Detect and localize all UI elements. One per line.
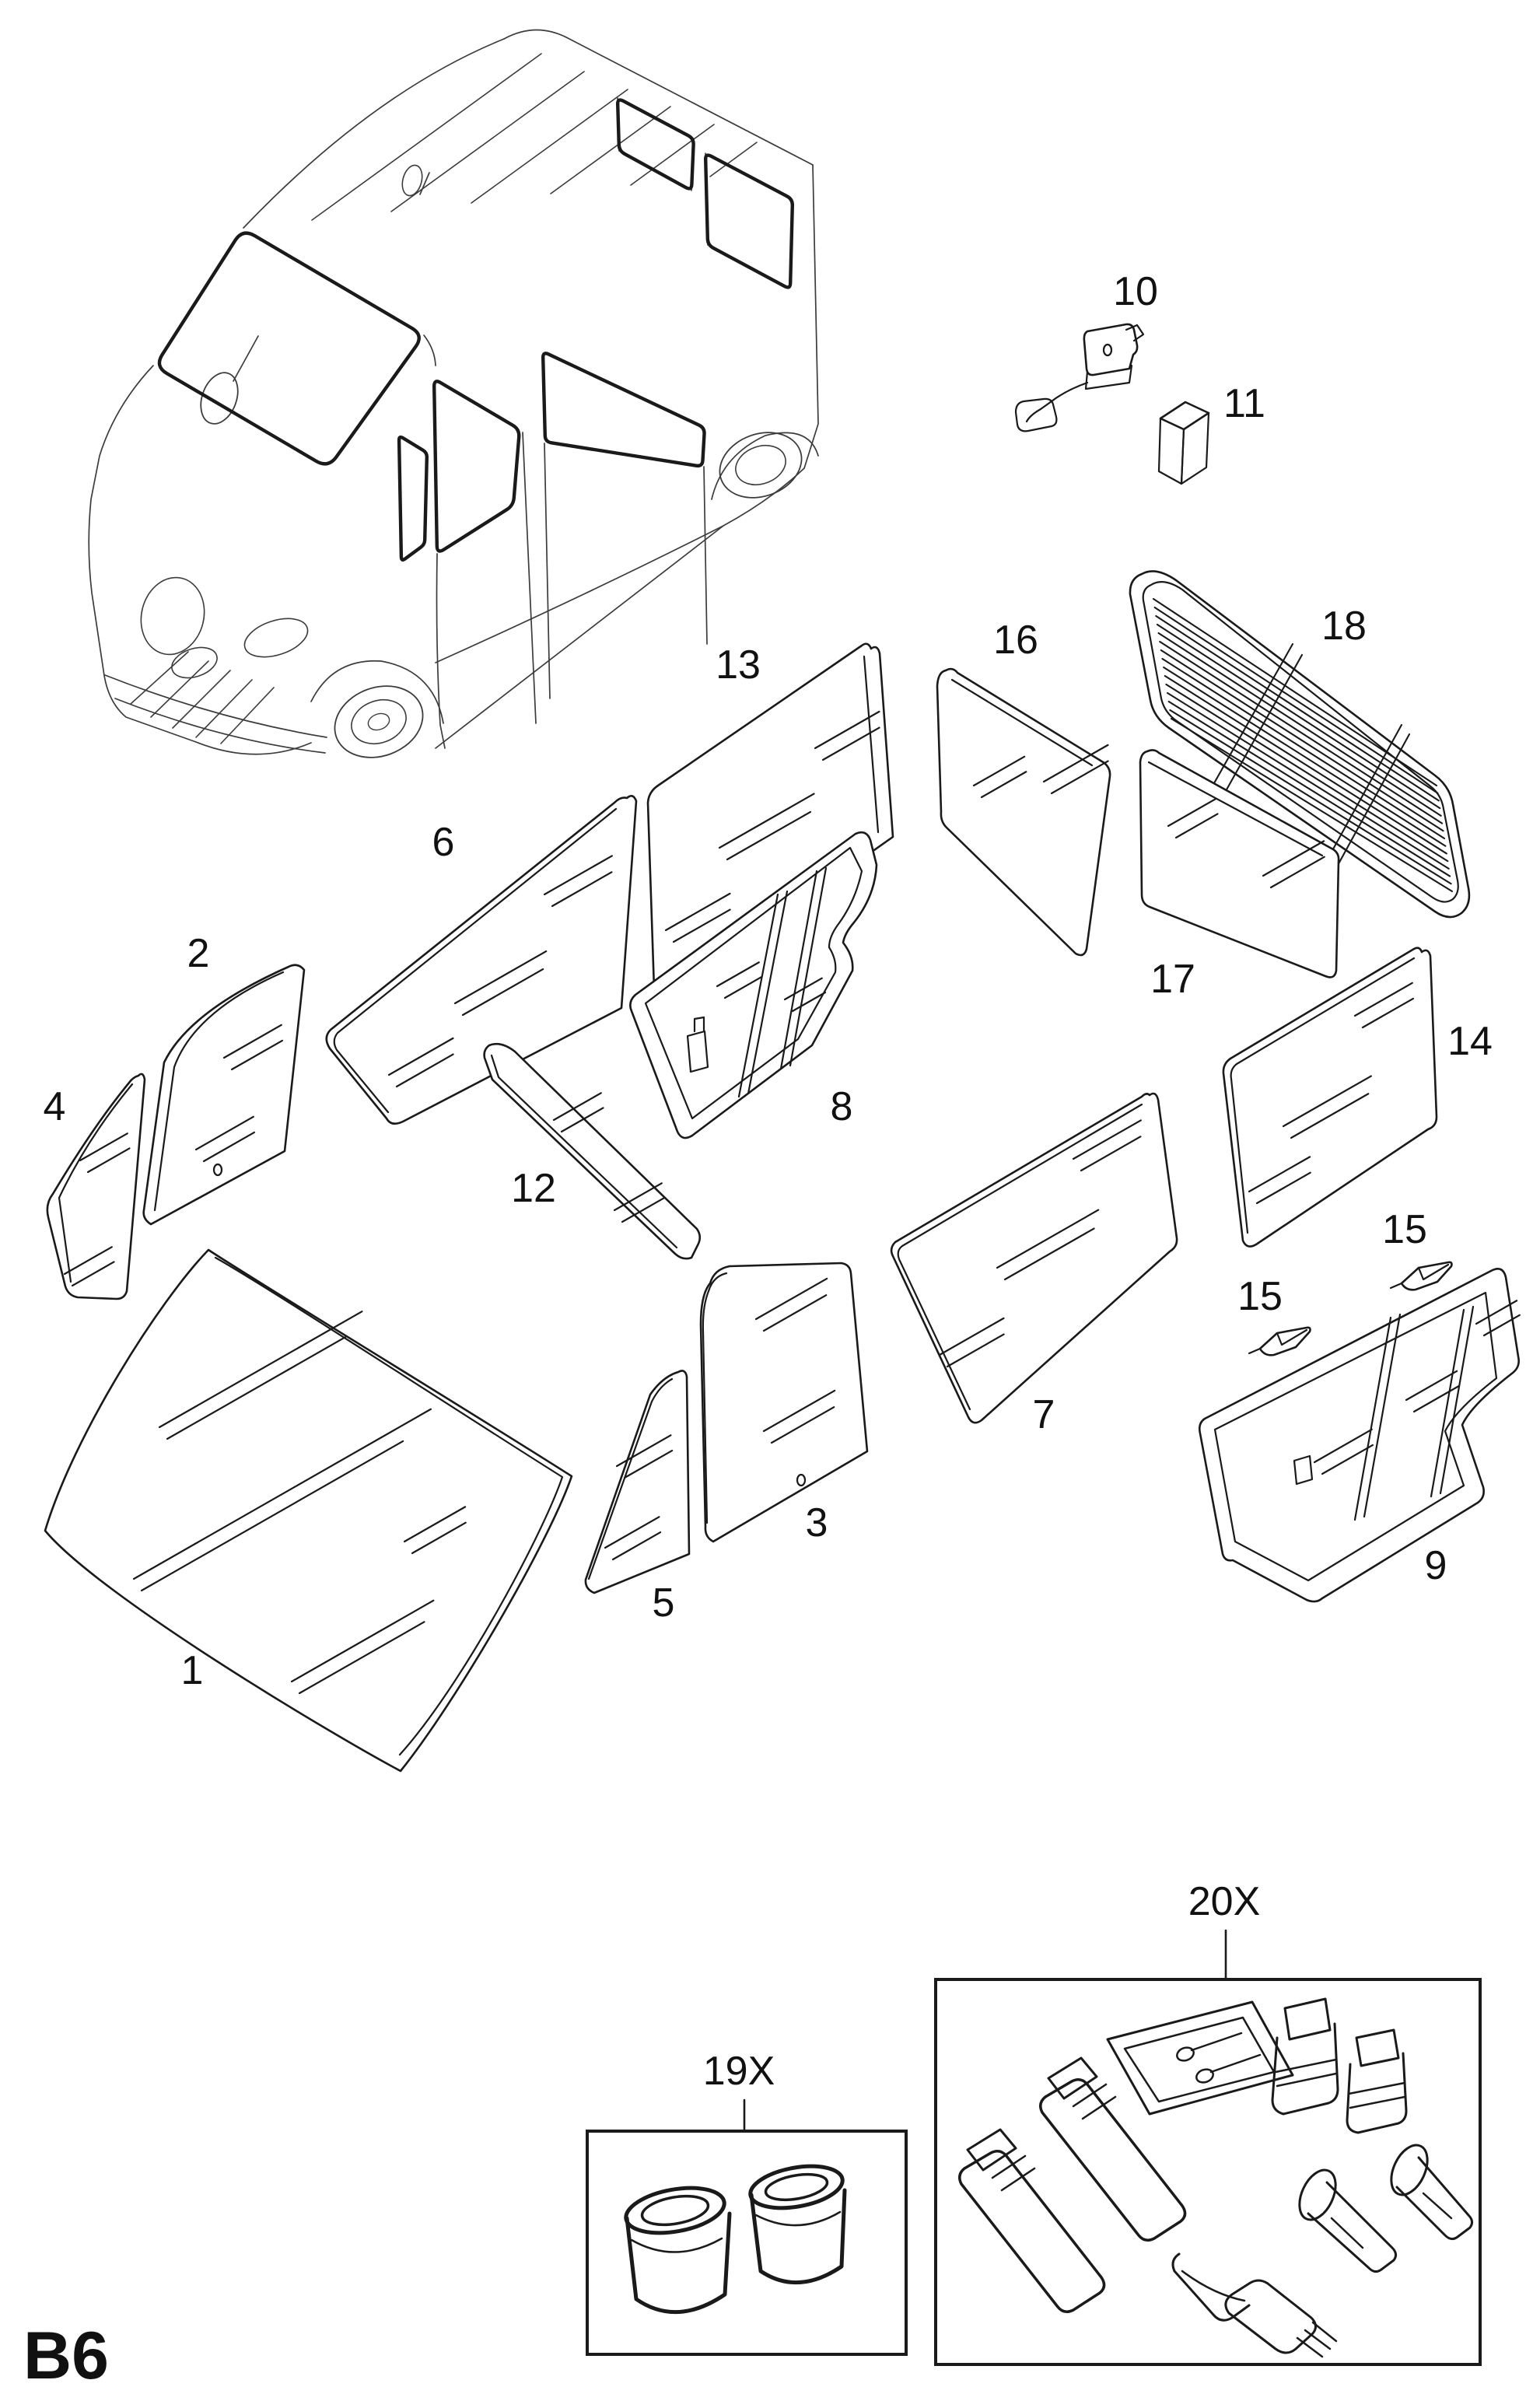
part-9-sliding-window-assembly: 9	[1198, 1268, 1521, 1603]
part-9-label: 9	[1425, 1543, 1447, 1588]
van-sliding-window-outline	[541, 352, 706, 468]
van-windshield-outline	[157, 231, 421, 466]
part-10-label: 10	[1113, 269, 1158, 314]
van-far-rear-window-outline	[616, 98, 695, 191]
part-14-label: 14	[1447, 1019, 1493, 1064]
sheet-code: B6	[23, 2319, 109, 2393]
kit-19X-primer-kit: 19X	[586, 2049, 908, 2356]
part-5-quarter-glass: 5	[584, 1370, 691, 1626]
part-12-label: 12	[511, 1166, 556, 1211]
kit-20X-label: 20X	[1188, 1879, 1261, 1924]
part-15b-glass-clip: 15	[1237, 1274, 1311, 1356]
part-8-label: 8	[831, 1084, 853, 1129]
part-15a-label: 15	[1382, 1207, 1427, 1252]
van-far-mid-window-outline	[704, 153, 794, 289]
van-quarter-glass-outline	[397, 435, 429, 562]
part-4-quarter-glass: 4	[44, 1073, 146, 1300]
part-11-label: 11	[1223, 381, 1265, 426]
part-7-label: 7	[1033, 1392, 1055, 1437]
part-4-label: 4	[44, 1084, 66, 1129]
part-10-window-latch: 10	[1014, 269, 1158, 432]
part-2-label: 2	[187, 931, 210, 976]
part-13-label: 13	[716, 642, 761, 688]
part-1-windscreen: 1	[44, 1248, 573, 1773]
van-isometric-overview	[88, 29, 819, 758]
part-8-sliding-window-assembly: 8	[629, 831, 878, 1139]
part-15b-label: 15	[1237, 1274, 1283, 1319]
part-17-side-glass-fixed: 17	[1139, 749, 1340, 1002]
part-15a-glass-clip: 15	[1382, 1207, 1453, 1291]
kit-20X-glass-bonding-kit: 20X	[934, 1879, 1482, 2366]
part-1-label: 1	[181, 1648, 204, 1693]
part-17-label: 17	[1150, 957, 1195, 1002]
part-2-front-door-glass: 2	[142, 931, 306, 1226]
part-18-label: 18	[1321, 604, 1367, 649]
van-front-door-glass-outline	[432, 380, 521, 553]
part-3-label: 3	[806, 1500, 828, 1545]
part-5-label: 5	[653, 1580, 675, 1626]
part-12-sliding-glass-strip: 12	[483, 1042, 702, 1260]
part-6-door-drop-glass: 6	[325, 794, 638, 1125]
part-16-label: 16	[993, 618, 1038, 663]
part-6-label: 6	[432, 820, 455, 865]
part-18-rear-window-heated: 18	[1129, 570, 1471, 919]
part-13-side-glass-fixed: 13	[646, 642, 894, 998]
part-3-front-door-glass: 3	[699, 1262, 869, 1545]
part-14-side-glass-fixed: 14	[1222, 947, 1493, 1248]
kit-19X-label: 19X	[703, 2049, 775, 2094]
part-16-side-glass-fixed: 16	[936, 618, 1111, 957]
part-7-side-glass-fixed: 7	[890, 1092, 1178, 1437]
part-11-spacer-block: 11	[1157, 381, 1265, 485]
